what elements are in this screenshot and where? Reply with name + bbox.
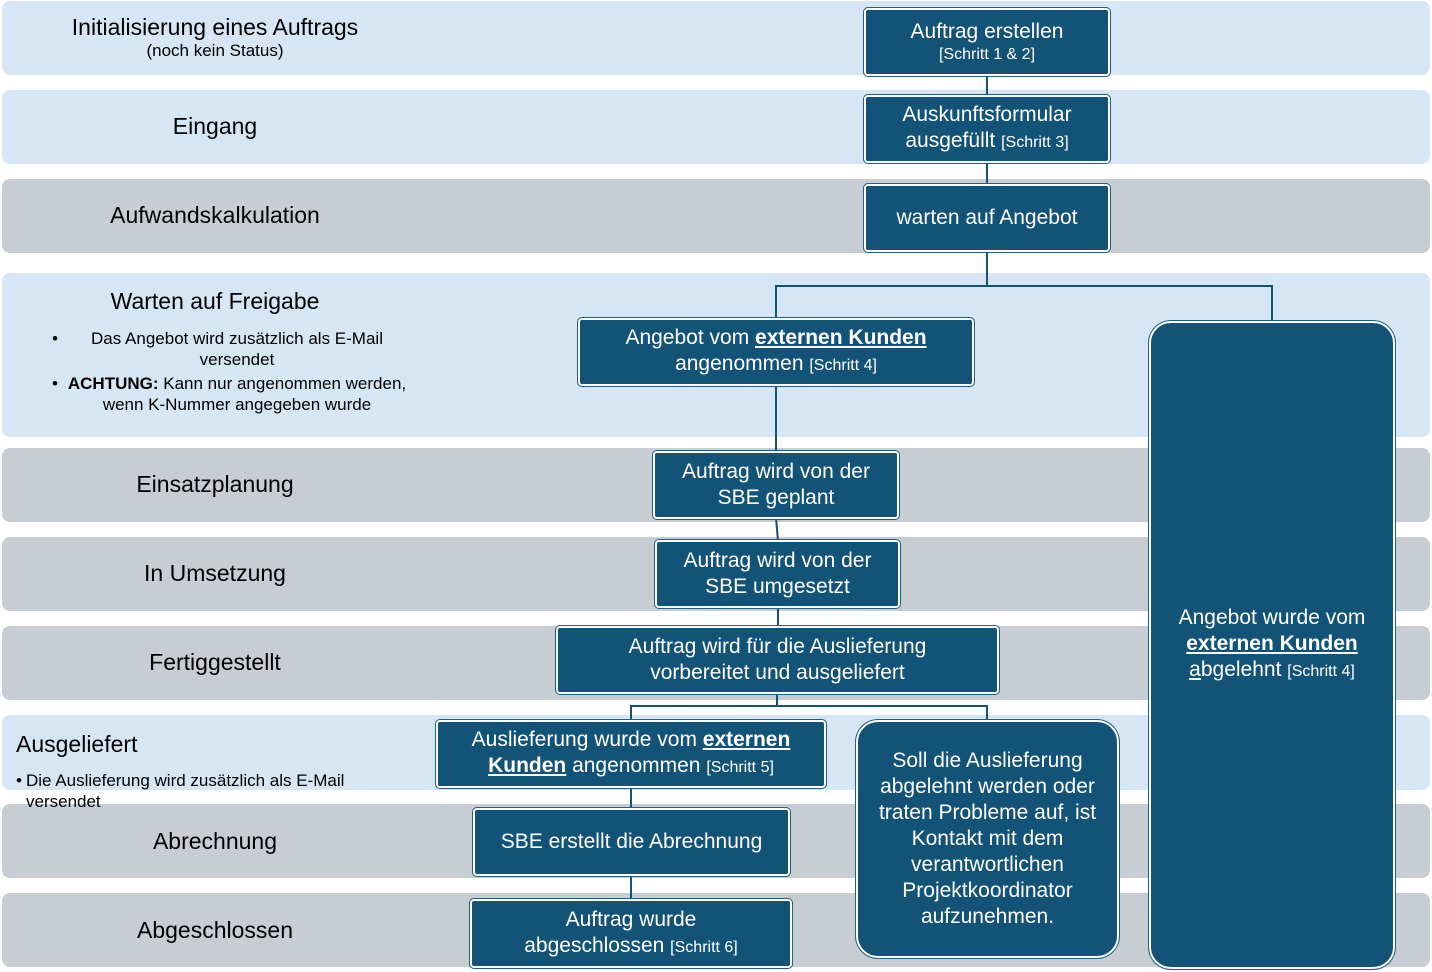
box-sbe-umgesetzt: Auftrag wird von der SBE umgesetzt [655,540,900,608]
box-line: abgeschlossen [Schritt 6] [524,933,738,961]
box-text: Auftrag wird für die Auslieferung [628,635,927,658]
lane-label-warten-auf-freigabe: Warten auf Freigabe [110,288,320,314]
box-step: [Schritt 1 & 2] [938,46,1036,63]
box-line: Auslieferung wurde vom externen [472,727,791,753]
box-emphasis: Kunden [488,754,567,777]
box-emphasis: externen [702,728,791,751]
lane-label-eingang: Eingang [172,113,258,139]
box-angebot-angenommen: Angebot vom externen Kunden angenommen [… [578,318,974,386]
box-text: bgelehnt [1200,658,1288,681]
box-text: abgeschlossen [524,933,671,957]
box-text: Auftrag erstellen [910,20,1064,43]
box-text: SBE umgesetzt [705,575,850,598]
box-text: Angebot wurde vom [1178,606,1366,629]
lane-label-aufwandskalkulation: Aufwandskalkulation [110,202,320,228]
lane-title: Initialisierung eines Auftrags [71,14,359,40]
box-auskunftsformular: Auskunftsformular ausgefüllt [Schritt 3] [864,95,1110,163]
lane-label-abrechnung: Abrechnung [152,828,278,854]
note-bullet: Die Auslieferung wird zusätzlich als E-M… [16,770,396,812]
box-emphasis: a [1189,658,1201,681]
box-text: vorbereitet und ausgeliefert [650,661,905,684]
box-text: Auftrag wird von der [683,549,872,572]
box-warten-auf-angebot: warten auf Angebot [864,184,1110,252]
lane-label-einsatzplanung: Einsatzplanung [136,471,294,497]
box-line: ausgefüllt [Schritt 3] [905,128,1068,156]
box-line: abgelehnt [Schritt 4] [1189,657,1355,685]
lane-band-initialisierung [2,1,1430,75]
box-step: [Schritt 5] [706,759,774,776]
box-problem-kontakt: Soll die Auslieferung abgelehnt werden o… [856,720,1119,958]
box-text: Angebot vom [625,326,756,349]
box-step: [Schritt 4] [1287,663,1355,680]
lane-band-eingang [2,90,1430,164]
note-bullet: Das Angebot wird zusätzlich als E-Mail v… [52,328,412,370]
box-auslieferung-vorbereitet: Auftrag wird für die Auslieferung vorber… [556,626,999,694]
box-line: angenommen [Schritt 4] [675,351,877,379]
box-text: angenommen [675,352,810,375]
box-step: [Schritt 6] [670,938,738,956]
box-line: Angebot vom externen Kunden [625,325,926,351]
box-text: Auskunftsformular [902,103,1072,126]
box-text: warten auf Angebot [896,206,1078,229]
lane-label-abgeschlossen: Abgeschlossen [137,917,293,943]
box-text: Auslieferung wurde vom [471,728,703,751]
note-bullet: ACHTUNG: Kann nur angenommen werden, wen… [52,373,412,415]
box-step: [Schritt 4] [809,357,877,374]
lane-subtitle: (noch kein Status) [146,41,284,60]
lane-band-aufwandskalkulation [2,179,1430,253]
lane-label-ausgeliefert: Ausgeliefert [16,731,138,757]
note-text: Die Auslieferung wird zusätzlich als E-M… [26,771,345,811]
box-line: Kunden angenommen [Schritt 5] [488,753,774,781]
box-auslieferung-angenommen: Auslieferung wurde vom externen Kunden a… [436,720,826,788]
box-abrechnung: SBE erstellt die Abrechnung [473,808,790,876]
box-emphasis: externen Kunden [1186,632,1358,655]
lane-notes-ausgeliefert: Die Auslieferung wird zusätzlich als E-M… [16,770,396,812]
box-text: ausgefüllt [905,129,1002,152]
box-text: angenommen [566,754,707,777]
box-angebot-abgelehnt: Angebot wurde vom externen Kunden abgele… [1149,321,1395,969]
box-emphasis: externen Kunden [755,326,927,349]
note-bold: ACHTUNG: [67,374,159,393]
box-text: Soll die Auslieferung abgelehnt werden o… [878,749,1097,928]
box-text: Auftrag wird von der [682,460,870,483]
note-text: Das Angebot wird zusätzlich als E-Mail v… [91,329,383,369]
box-line: externen Kunden [1186,631,1358,657]
box-sbe-geplant: Auftrag wird von der SBE geplant [653,451,899,519]
box-abgeschlossen: Auftrag wurde abgeschlossen [Schritt 6] [470,899,792,968]
box-text: SBE geplant [717,486,835,509]
box-step: [Schritt 3] [1001,134,1069,151]
box-text: Auftrag wurde [565,907,697,931]
lane-label-fertiggestellt: Fertiggestellt [149,649,281,675]
box-auftrag-erstellen: Auftrag erstellen [Schritt 1 & 2] [864,8,1110,76]
lane-label-initialisierung: Initialisierung eines Auftrags (noch kei… [30,14,400,61]
note-text: Kann nur angenommen werden, wenn K-Numme… [102,374,407,414]
lane-notes-warten-auf-freigabe: Das Angebot wird zusätzlich als E-Mail v… [52,328,412,415]
box-text: SBE erstellt die Abrechnung [500,830,763,853]
lane-label-in-umsetzung: In Umsetzung [144,560,286,586]
